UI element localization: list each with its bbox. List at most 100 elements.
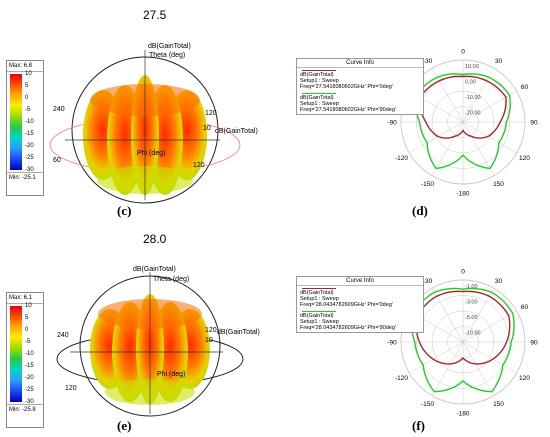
ring-label: 10 xyxy=(203,125,211,132)
panel-letter-c: (c) xyxy=(117,203,132,218)
scale-tick-label: 5 xyxy=(25,83,29,89)
angle-tick-label: -180 xyxy=(456,411,469,418)
scale-tick-label: -25 xyxy=(25,155,34,161)
radial-tick-label: 0.00 xyxy=(465,80,476,86)
legend-desc: Freq='27.5418080602GHz' Phi='90deg' xyxy=(300,107,396,113)
scale-tick-label: -20 xyxy=(25,143,34,149)
radial-tick-label: -5.00 xyxy=(465,315,478,321)
legend-name: dB(GainTotal) xyxy=(300,72,334,78)
angle-tick-label: 90 xyxy=(530,340,538,347)
curve-info-title: Curve Info xyxy=(297,277,423,286)
legend-name: dB(GainTotal) xyxy=(300,290,334,296)
polar-grid-spoke xyxy=(462,121,517,154)
legend-swatch xyxy=(302,70,336,71)
legend-entry-phi90: dB(GainTotal) Setup1 : Sweep Freq='28.04… xyxy=(297,309,423,332)
radiation-pattern-3d-c: dB(GainTotal) Theta (deg) dB(GainTotal) … xyxy=(49,43,258,204)
legend-name: dB(GainTotal) xyxy=(300,313,334,319)
legend-entry-phi0: dB(GainTotal) Setup1 : Sweep Freq='28.04… xyxy=(297,286,423,309)
angle-tick-label: -30 xyxy=(423,278,433,285)
scale-tick-label: -20 xyxy=(25,375,34,381)
scale-tick-label: 10 xyxy=(25,71,32,77)
min-value: Min: -25.1 xyxy=(7,172,43,183)
radial-tick-label: 10.00 xyxy=(465,64,479,70)
axis-label-x: dB(GainTotal) xyxy=(217,329,260,336)
polar-grid-spoke xyxy=(409,121,464,154)
legend-setup: Setup1 : Sweep xyxy=(300,296,339,302)
curve-info-title: Curve Info xyxy=(297,59,423,68)
scale-tick-label: -5 xyxy=(25,339,31,345)
panel-letter-f: (f) xyxy=(412,418,425,433)
ring-label: 10 xyxy=(205,337,213,344)
scale-tick-label: -30 xyxy=(25,167,34,173)
max-value: Max: 6.1 xyxy=(7,293,43,304)
angle-tick-label: 0 xyxy=(461,269,465,276)
angle-tick-label: 30 xyxy=(495,278,503,285)
angle-tick-label: -150 xyxy=(421,401,434,408)
angle-tick-label: 150 xyxy=(493,181,504,188)
angle-tick-label: 60 xyxy=(521,304,529,311)
polar-grid-spoke xyxy=(462,90,517,123)
angle-tick-label: 30 xyxy=(495,58,503,65)
legend-desc: Freq='27.5418080602GHz' Phi='0deg' xyxy=(300,84,393,90)
color-gradient xyxy=(10,74,22,170)
angle-tick-label: 60 xyxy=(521,84,529,91)
angle-tick-label: -150 xyxy=(421,181,434,188)
frequency-label-e: 28.0 xyxy=(143,232,167,246)
polar-grid-spoke xyxy=(462,310,517,343)
ring-label: 120 xyxy=(65,385,77,392)
angle-tick-label: 0 xyxy=(461,49,465,56)
ring-label: 240 xyxy=(53,106,65,113)
scale-tick-label: -15 xyxy=(25,363,34,369)
legend-setup: Setup1 : Sweep xyxy=(300,78,339,84)
scale-tick-label: -15 xyxy=(25,131,34,137)
scale-tick-label: -5 xyxy=(25,107,31,113)
polar-grid-spoke xyxy=(409,341,464,374)
angle-tick-label: 150 xyxy=(493,401,504,408)
angle-tick-label: 90 xyxy=(530,120,538,127)
scale-tick-label: 0 xyxy=(25,95,29,101)
axis-label-x: dB(GainTotal) xyxy=(215,128,258,135)
radiation-lobes xyxy=(90,294,210,405)
legend-setup: Setup1 : Sweep xyxy=(300,319,339,325)
axis-label-theta: Theta (deg) xyxy=(153,276,189,283)
frequency-label-c: 27.5 xyxy=(143,8,167,22)
polar-grid-spoke xyxy=(462,341,495,396)
scale-tick-label: 5 xyxy=(25,315,29,321)
radial-tick-label: -3.00 xyxy=(465,300,478,306)
axis-label-theta: Theta (deg) xyxy=(149,52,185,59)
scale-tick-label: 0 xyxy=(25,327,29,333)
angle-tick-label: 120 xyxy=(519,375,530,382)
legend-desc: Freq='28.0434782609GHz' Phi='90deg' xyxy=(300,325,396,331)
scale-tick-label: -10 xyxy=(25,351,34,357)
legend-swatch xyxy=(302,93,336,94)
ring-label: 120 xyxy=(205,110,217,117)
legend-setup: Setup1 : Sweep xyxy=(300,101,339,107)
angle-tick-label: -30 xyxy=(423,58,433,65)
scale-tick-label: 10 xyxy=(25,303,32,309)
radial-tick-label: -20.00 xyxy=(465,111,481,117)
angle-tick-label: -120 xyxy=(395,155,408,162)
radial-tick-label: -10.00 xyxy=(465,95,481,101)
panel-letter-d: (d) xyxy=(412,203,428,218)
scale-tick-label: -10 xyxy=(25,119,34,125)
legend-swatch xyxy=(302,311,336,312)
legend-swatch xyxy=(302,288,336,289)
polar-grid-spoke xyxy=(431,121,464,176)
ring-label: 60 xyxy=(53,157,61,164)
axis-label-phi: Phi (deg) xyxy=(157,371,185,378)
curve-info-legend-f: Curve Info dB(GainTotal) Setup1 : Sweep … xyxy=(296,276,424,333)
ring-label: 240 xyxy=(57,332,69,339)
radiation-pattern-3d-e: dB(GainTotal) Theta (deg) dB(GainTotal) … xyxy=(56,266,260,417)
polar-grid-spoke xyxy=(431,288,464,343)
ring-label: 120 xyxy=(193,162,205,169)
scale-tick-label: -30 xyxy=(25,399,34,405)
angle-tick-label: -90 xyxy=(387,120,397,127)
angle-tick-label: -90 xyxy=(387,340,397,347)
angle-tick-label: -180 xyxy=(456,191,469,198)
curve-info-legend-d: Curve Info dB(GainTotal) Setup1 : Sweep … xyxy=(296,58,424,115)
polar-grid-spoke xyxy=(462,121,495,176)
axis-label-phi: Phi (deg) xyxy=(137,150,165,157)
